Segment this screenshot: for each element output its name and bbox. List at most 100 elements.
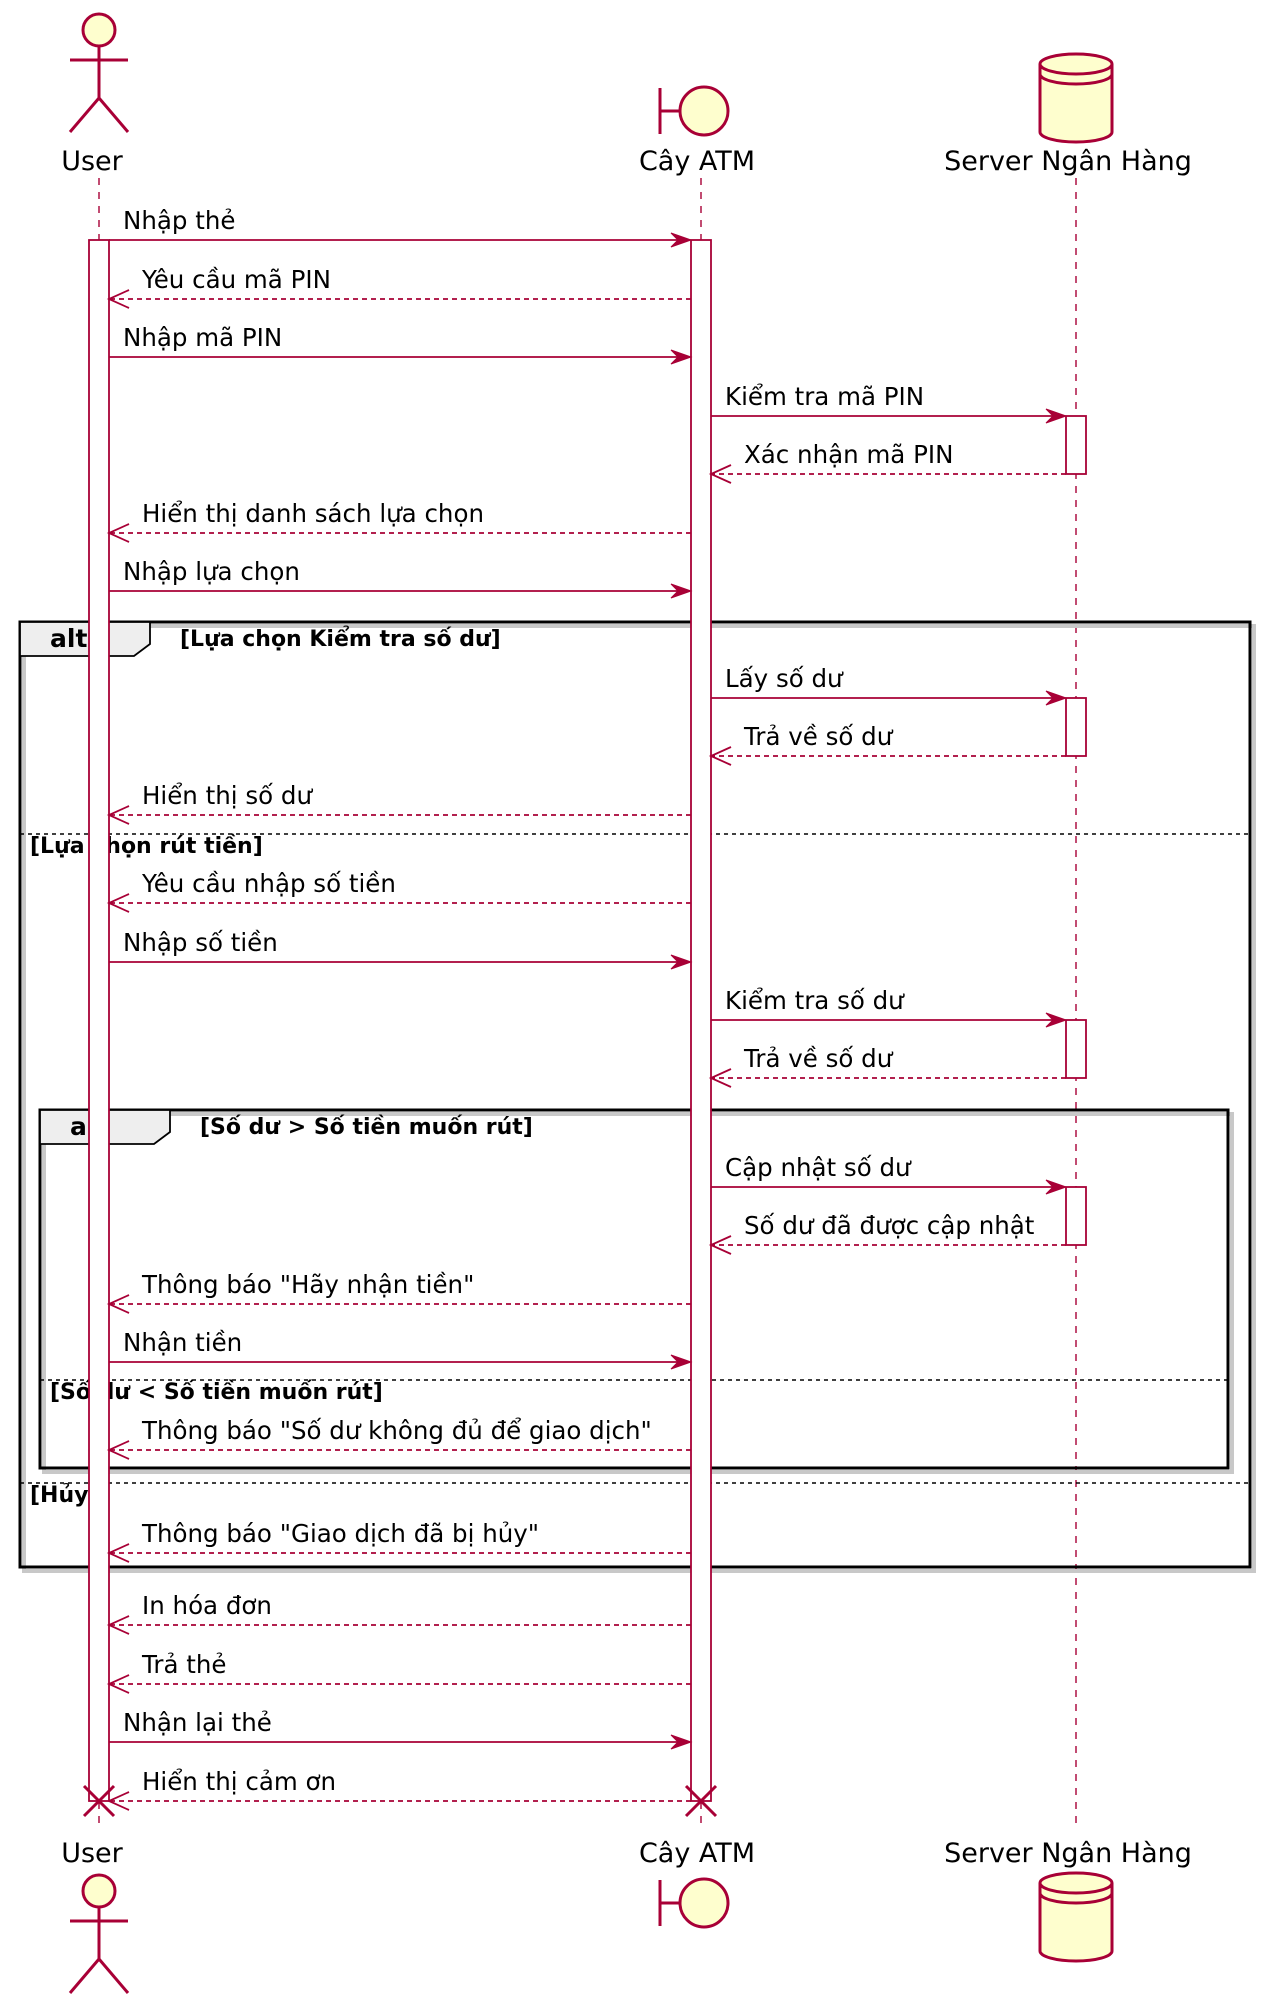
activation-server [1065,1019,1087,1079]
message-label: Thông báo "Giao dịch đã bị hủy" [141,1519,539,1548]
message-10: Hiển thị số dư [106,781,691,825]
message-label: Thông báo "Hãy nhận tiền" [141,1270,474,1299]
arrowhead-open [708,1068,732,1088]
arrowhead-filled [670,954,693,970]
message-label: Nhập lựa chọn [123,557,300,586]
arrowhead-open [708,1235,732,1255]
arrowhead-open [106,289,130,309]
alt-tag-outer: alt [50,624,87,653]
participant-name-user-top: User [61,146,123,177]
arrowhead-open [106,1440,130,1460]
arrowhead-open [106,1615,130,1635]
participant-name-server-top: Server Ngân Hàng [944,146,1192,177]
participant-name-atm-top: Cây ATM [639,146,755,177]
message-3: Nhập mã PIN [109,323,693,365]
message-label: Xác nhận mã PIN [744,440,953,469]
arrowhead-open [106,1791,130,1811]
destroy-mark-user [82,1784,116,1818]
arrowhead-open [106,893,130,913]
arrowhead-open [106,1294,130,1314]
message-22: Trả thẻ [106,1650,691,1694]
message-label: Trả về số dư [743,722,894,751]
guard-label-4: [Số dư > Số tiền muốn rút] [200,1115,533,1140]
message-label: Kiểm tra số dư [725,986,905,1015]
message-label: Nhập thẻ [123,206,235,235]
message-label: Hiển thị cảm ơn [142,1767,336,1796]
activation-server [1065,1186,1087,1246]
message-label: Yêu cầu nhập số tiền [141,869,396,898]
guard-label-2: [Lựa chọn rút tiền] [30,834,263,859]
message-7: Nhập lựa chọn [109,557,693,599]
database-icon-top [1038,52,1114,144]
participant-name-atm-bottom: Cây ATM [639,1838,755,1869]
boundary-icon-bottom [658,1877,730,1929]
message-label: Trả thẻ [141,1650,226,1679]
arrowhead-filled [670,232,693,248]
message-label: Số dư đã được cập nhật [744,1211,1035,1240]
arrowhead-filled [670,583,693,599]
message-label: Trả về số dư [743,1044,894,1073]
activation-server [1065,697,1087,757]
message-14: Trả về số dư [708,1044,1066,1088]
guard-label-3: [Hủy] [30,1483,99,1508]
message-4: Kiểm tra mã PIN [711,382,1068,424]
message-label: Cập nhật số dư [725,1153,912,1182]
message-19: Thông báo "Số dư không đủ để giao dịch" [106,1416,691,1460]
destroy-mark-atm [684,1784,718,1818]
message-13: Kiểm tra số dư [711,986,1068,1028]
message-label: Nhận tiền [123,1328,242,1357]
alt-fragment-outer: alt [Lựa chọn Kiểm tra số dư] [Lựa chọn … [18,620,1256,1573]
arrowhead-filled [670,349,693,365]
message-label: Lấy số dư [725,664,844,693]
message-label: Hiển thị danh sách lựa chọn [142,499,484,528]
arrowhead-filled [1045,1179,1068,1195]
message-1: Nhập thẻ [109,206,693,248]
arrowhead-filled [670,1354,693,1370]
arrowhead-open [106,805,130,825]
message-6: Hiển thị danh sách lựa chọn [106,499,691,543]
message-5: Xác nhận mã PIN [708,440,1066,484]
message-label: Yêu cầu mã PIN [141,265,331,294]
message-21: In hóa đơn [106,1591,691,1635]
message-label: Nhập mã PIN [123,323,282,352]
message-2: Yêu cầu mã PIN [106,265,691,309]
actor-figure-bottom [68,1873,130,1994]
message-label: Nhận lại thẻ [123,1708,272,1737]
message-label: In hóa đơn [142,1591,272,1620]
arrowhead-open [708,746,732,766]
message-12: Nhập số tiền [109,928,693,970]
message-15: Cập nhật số dư [711,1153,1068,1195]
activation-user [88,239,110,1802]
arrowhead-filled [1045,1012,1068,1028]
participant-name-server-bottom: Server Ngân Hàng [944,1838,1192,1869]
message-8: Lấy số dư [711,664,1068,706]
message-23: Nhận lại thẻ [109,1708,693,1750]
arrowhead-open [106,1543,130,1563]
message-9: Trả về số dư [708,722,1066,766]
message-label: Thông báo "Số dư không đủ để giao dịch" [141,1416,652,1445]
message-11: Yêu cầu nhập số tiền [106,869,691,913]
arrowhead-filled [1045,690,1068,706]
message-label: Hiển thị số dư [142,781,313,810]
participant-name-user-bottom: User [61,1838,123,1869]
boundary-icon-top [658,85,730,137]
actor-figure-top [68,12,130,133]
arrowhead-open [106,523,130,543]
arrowhead-open [708,464,732,484]
message-label: Kiểm tra mã PIN [725,382,924,411]
message-16: Số dư đã được cập nhật [708,1211,1066,1255]
arrowhead-filled [670,1734,693,1750]
message-17: Thông báo "Hãy nhận tiền" [106,1270,691,1314]
guard-label-1: [Lựa chọn Kiểm tra số dư] [180,626,501,652]
message-24: Hiển thị cảm ơn [106,1767,691,1811]
arrowhead-open [106,1674,130,1694]
database-icon-bottom [1038,1871,1114,1963]
arrowhead-filled [1045,408,1068,424]
message-label: Nhập số tiền [123,928,278,957]
activation-server [1065,415,1087,475]
activation-atm [690,239,712,1802]
message-20: Thông báo "Giao dịch đã bị hủy" [106,1519,691,1563]
message-18: Nhận tiền [109,1328,693,1370]
